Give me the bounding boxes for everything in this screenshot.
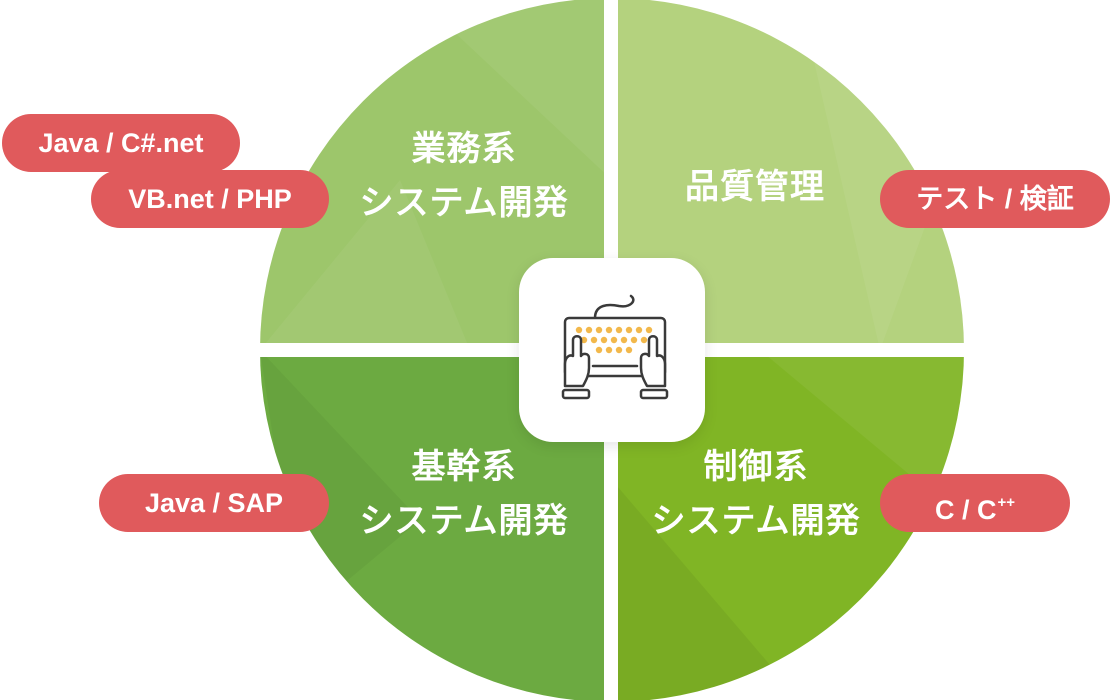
facet-shade (260, 180, 470, 350)
tag-java-sap: Java / SAP (99, 474, 329, 532)
tag-c-cpp: C / C++ (880, 474, 1070, 532)
facet-shade (800, 0, 964, 350)
quadrant-core-label: 基幹系 システム開発 (359, 447, 569, 541)
quadrant-business-label: 業務系 システム開発 (359, 129, 569, 223)
tag-vb-php: VB.net / PHP (91, 170, 329, 228)
center-icon-box (519, 258, 705, 442)
facet-shade (420, 0, 612, 180)
quadrant-quality-label: 品質管理 (685, 167, 825, 207)
tag-test-verification: テスト / 検証 (880, 170, 1110, 228)
keyboard-typing-hands-icon (561, 294, 669, 400)
quadrant-control-label: 制御系 システム開発 (651, 447, 861, 541)
tag-java-csharp: Java / C#.net (2, 114, 240, 172)
facet-shade (612, 480, 800, 700)
